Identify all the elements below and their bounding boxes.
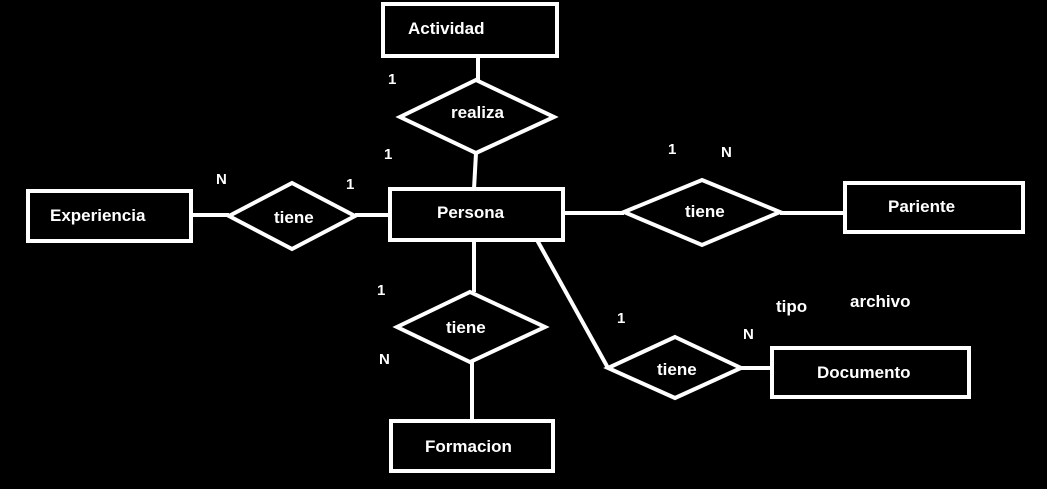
- entity-experiencia: Experiencia: [26, 189, 193, 243]
- cardinality-persona-documento: 1: [617, 310, 625, 327]
- relationship-tiene-experiencia-label: tiene: [274, 208, 314, 227]
- entity-documento: Documento: [770, 346, 971, 399]
- relationship-tiene-documento-label: tiene: [657, 360, 697, 379]
- attribute-tipo: tipo: [776, 297, 807, 316]
- relationship-tiene-formacion-label: tiene: [446, 318, 486, 337]
- entity-persona: Persona: [388, 187, 565, 242]
- cardinality-persona-formacion: 1: [377, 282, 385, 299]
- line-realiza-persona: [472, 152, 478, 190]
- cardinality-documento: N: [743, 326, 754, 343]
- attribute-archivo: archivo: [850, 292, 910, 311]
- attribute-labels: tipo archivo: [776, 292, 910, 316]
- entity-actividad-label: Actividad: [408, 19, 485, 38]
- cardinality-experiencia: N: [216, 171, 227, 188]
- relationship-tiene-pariente: tiene: [618, 177, 786, 248]
- cardinality-persona-realiza: 1: [384, 146, 392, 163]
- relationship-tiene-experiencia: tiene: [224, 180, 360, 252]
- entity-formacion-label: Formacion: [425, 437, 512, 456]
- cardinality-actividad: 1: [388, 71, 396, 88]
- entity-pariente: Pariente: [843, 181, 1025, 234]
- relationship-tiene-formacion: tiene: [392, 289, 550, 365]
- entity-formacion: Formacion: [389, 419, 555, 473]
- cardinality-labels: 1 1 N 1 1 N 1 N 1 N: [216, 71, 754, 368]
- entity-actividad: Actividad: [381, 2, 559, 58]
- cardinality-pariente: N: [721, 144, 732, 161]
- entity-pariente-label: Pariente: [888, 197, 955, 216]
- cardinality-formacion: N: [379, 351, 390, 368]
- relationship-tiene-pariente-label: tiene: [685, 202, 725, 221]
- cardinality-persona-pariente: 1: [668, 141, 676, 158]
- connector-lines: [191, 56, 845, 421]
- relationship-tiene-documento: tiene: [603, 334, 746, 401]
- entity-documento-label: Documento: [817, 363, 911, 382]
- entity-experiencia-label: Experiencia: [50, 206, 146, 225]
- cardinality-persona-experiencia: 1: [346, 176, 354, 193]
- entity-persona-label: Persona: [437, 203, 505, 222]
- relationship-realiza: realiza: [395, 77, 559, 156]
- line-persona-tiene-documento: [535, 239, 610, 369]
- relationship-realiza-label: realiza: [451, 103, 504, 122]
